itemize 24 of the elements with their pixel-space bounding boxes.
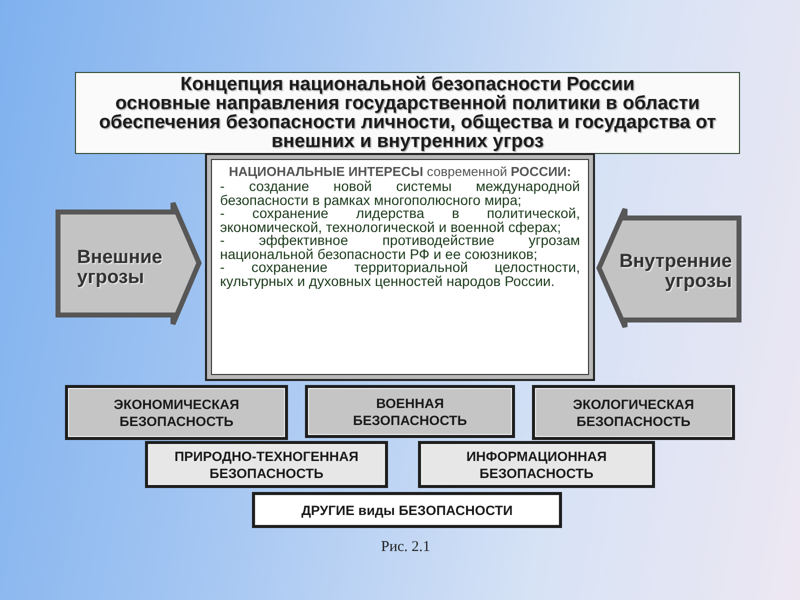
list-item: - создание новой системы международной безопасности в рамках многополюсного мира; xyxy=(220,180,580,207)
arrow-label: Внешние угрозы xyxy=(77,248,164,288)
category-label: ЭКОЛОГИЧЕСКАЯ БЕЗОПАСНОСТЬ xyxy=(572,396,696,430)
category-panel xyxy=(145,441,388,488)
category-panel xyxy=(252,492,562,528)
category-panel xyxy=(418,441,655,488)
list-item: - сохранение территориальной целостности, культурных и духовных ценностей народов России. xyxy=(220,261,580,288)
category-panel xyxy=(65,385,288,440)
title-text: основные направления государственной политики в области обеспечения безопасности личности, общества и государства от внешних и внутренних угроз xyxy=(98,94,718,151)
arrow-label: Внутренние угрозы xyxy=(618,252,732,292)
category-panel xyxy=(305,385,515,438)
panel-heading: НАЦИОНАЛЬНЫЕ ИНТЕРЕСЫ современной РОССИИ: xyxy=(228,164,572,179)
category-label: ИНФОРМАЦИОННАЯ БЕЗОПАСНОСТЬ xyxy=(465,448,608,482)
list-item: - сохранение лидерства в политической, экономической, технологической и военной сферах; xyxy=(220,207,580,234)
category-label: ЭКОНОМИЧЕСКАЯ БЕЗОПАСНОСТЬ xyxy=(112,396,240,430)
figure-caption: Рис. 2.1 xyxy=(381,539,430,556)
category-panel xyxy=(532,385,735,440)
category-label: ВОЕННАЯ БЕЗОПАСНОСТЬ xyxy=(352,394,468,428)
category-label: ДРУГИЕ виды БЕЗОПАСНОСТИ xyxy=(301,502,513,518)
title-panel xyxy=(75,72,740,154)
list-item: - эффективное противодействие угрозам национальной безопасности РФ и ее союзников; xyxy=(220,234,580,261)
interests-panel xyxy=(205,153,595,381)
category-label: ПРИРОДНО-ТЕХНОГЕННАЯ БЕЗОПАСНОСТЬ xyxy=(173,448,360,482)
title-heading: Концепция национальной безопасности России xyxy=(179,75,636,94)
